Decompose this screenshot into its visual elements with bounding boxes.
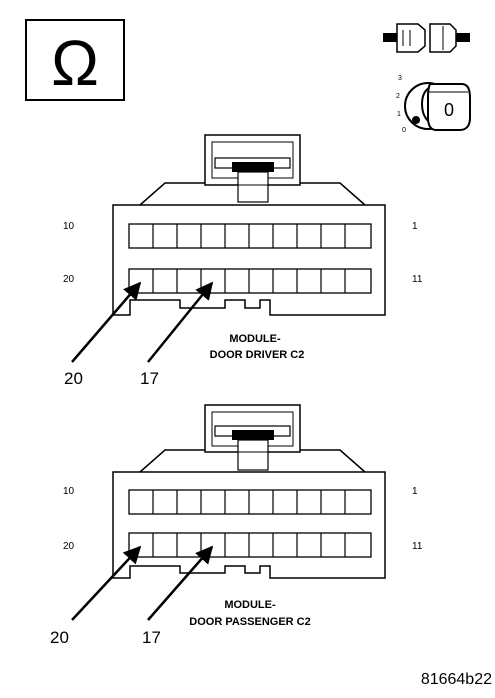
- callout-label-20: 20: [64, 369, 83, 388]
- callout-label-20: 20: [50, 628, 69, 647]
- unplugged-connector-icon: [383, 23, 470, 53]
- pin-number-20: 20: [63, 274, 75, 285]
- callout-arrow-pin-20: [71, 281, 142, 363]
- ignition-position-3: 3: [398, 75, 402, 82]
- callout-arrow-pin-20: [71, 545, 142, 621]
- connector-label-line1: MODULE-: [229, 333, 281, 345]
- pin-number-11: 11: [412, 274, 423, 285]
- connector-label-line1: MODULE-: [224, 599, 276, 611]
- callout-label-17: 17: [140, 369, 159, 388]
- pin-number-10: 10: [63, 486, 75, 497]
- connector-label-line2: DOOR PASSENGER C2: [189, 616, 310, 628]
- ignition-position-2: 2: [396, 93, 400, 100]
- callout-label-17: 17: [142, 628, 161, 647]
- ohm-symbol: Ω: [51, 27, 99, 99]
- callout-arrow-pin-17: [147, 545, 214, 621]
- connector-door-passenger-c2: 10 1 20 11 20 17 MODULE- DOOR PASSENGER …: [50, 404, 423, 647]
- key-position-text: 0: [444, 100, 454, 120]
- figure-id: 81664b22: [421, 671, 492, 688]
- pin-number-1: 1: [412, 221, 418, 232]
- pin-number-10: 10: [63, 221, 75, 232]
- pin-number-11: 11: [412, 541, 423, 552]
- ignition-position-1: 1: [397, 111, 401, 118]
- connector-label-line2: DOOR DRIVER C2: [210, 349, 305, 361]
- ignition-position-0: 0: [402, 127, 406, 134]
- callout-arrow-pin-17: [147, 281, 214, 363]
- pin-number-20: 20: [63, 541, 75, 552]
- connector-door-driver-c2: 10 1 20 11 20 17 MODULE- DOOR DRIVER C2: [63, 134, 423, 388]
- ohmmeter-icon: Ω: [25, 19, 125, 101]
- ignition-key-icon: 3 2 1 0 0: [396, 75, 471, 134]
- pin-number-1: 1: [412, 486, 418, 497]
